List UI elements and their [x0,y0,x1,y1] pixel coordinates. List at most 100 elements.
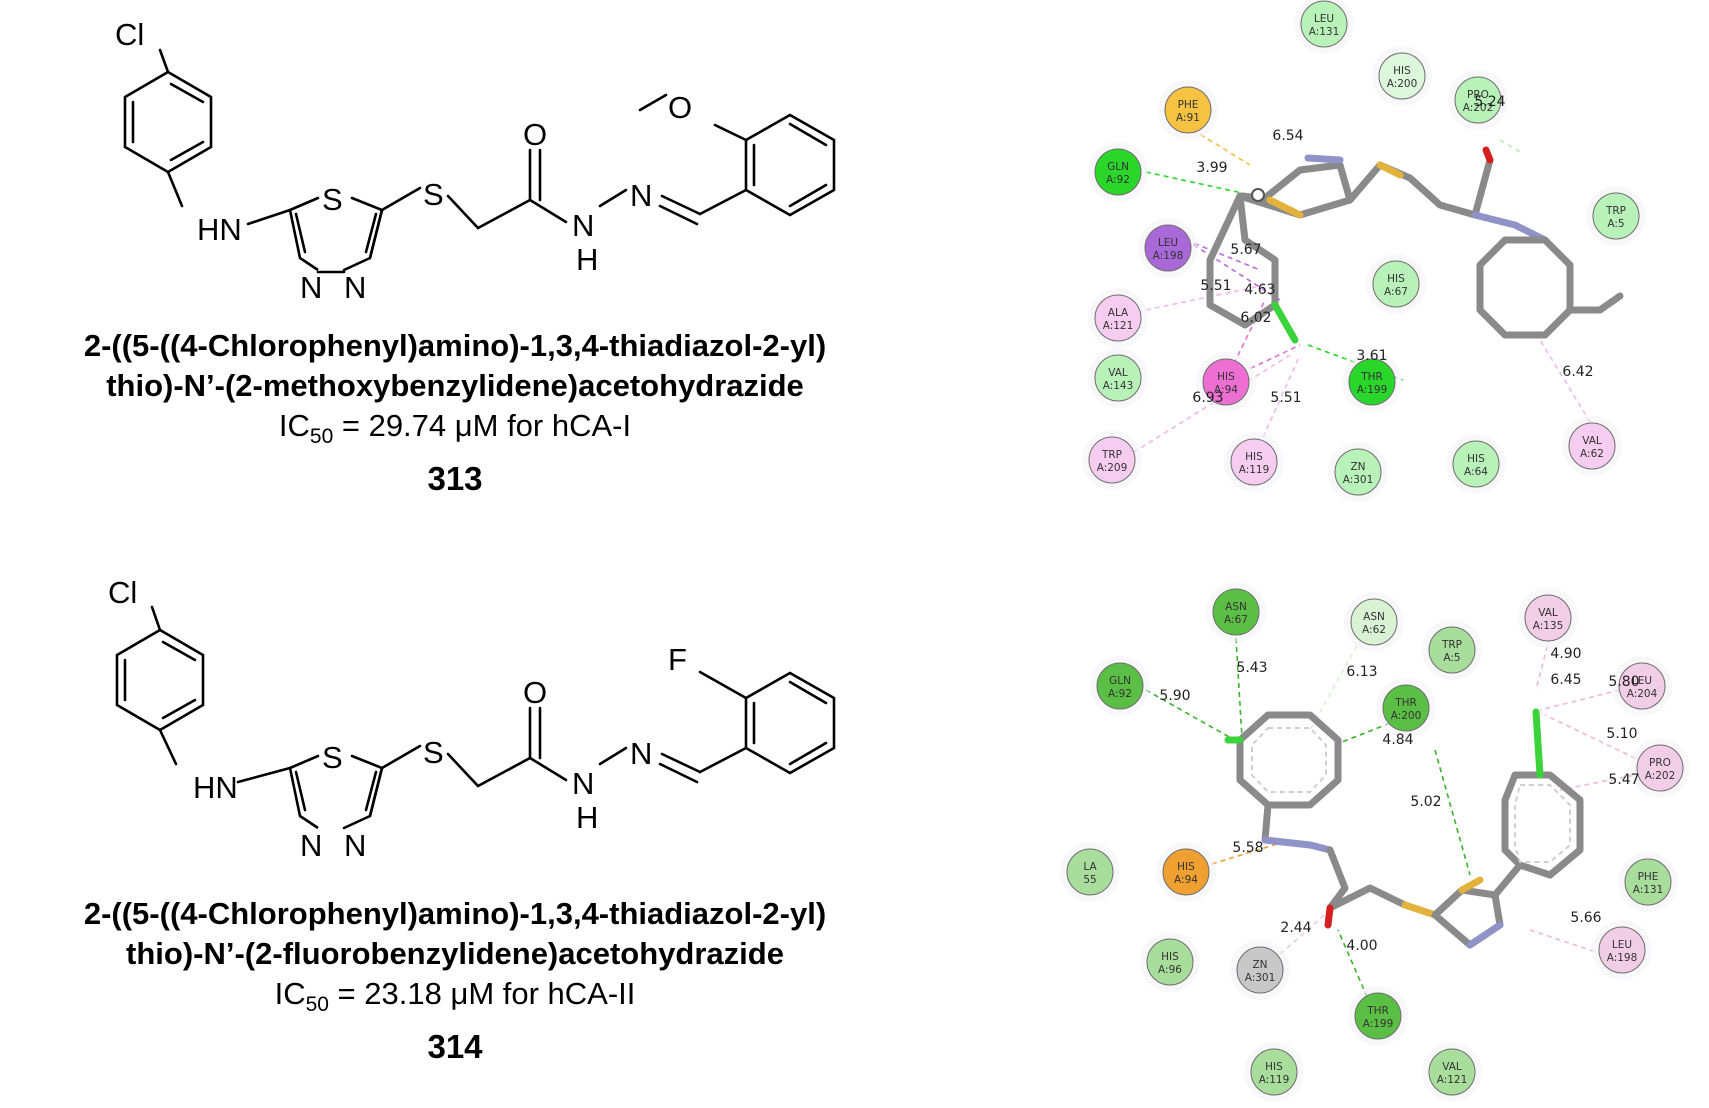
residue-label-name: VAL [1442,1061,1462,1073]
residue-label-id: A:96 [1158,964,1182,976]
residue-label-name: HIS [1177,861,1195,873]
compound-name-line2-314: thio)-N’-(2-fluorobenzylidene)acetohydra… [126,936,784,971]
residue-label-id: A:121 [1437,1074,1468,1086]
ic50-sub-314: 50 [305,993,329,1017]
residue-label-id: A:143 [1103,380,1134,392]
atom-s-link-313: S [423,177,444,212]
residue-label-id: A:198 [1607,952,1638,964]
residue-label-name: HIS [1245,451,1263,463]
atom-n1-313: N [300,270,322,305]
distance-label: 2.44 [1280,920,1311,936]
residue-label-name: LEU [1314,13,1334,25]
residue-label-name: THR [1394,697,1417,709]
residue-label-id: A:202 [1645,770,1676,782]
ic50-313: IC50 = 29.74 μM for hCA-I [0,406,910,457]
residue-label-name: GLN [1107,161,1129,173]
residue-label-name: LEU [1632,675,1652,687]
atom-n2-314: N [344,828,366,863]
atom-hn-314: HN [193,770,238,805]
distance-label: 5.02 [1410,794,1441,810]
residue-label-name: PRO [1649,757,1671,769]
distance-label: 6.45 [1550,672,1581,688]
residue-label-id: A:199 [1357,384,1388,396]
residue-label-name: HIS [1217,371,1235,383]
residue-zn-301: ZNA:301 [1328,442,1388,502]
distance-label: 4.00 [1346,938,1377,954]
residue-label-name: PRO [1467,89,1489,101]
residue-label-name: GLN [1109,675,1131,687]
atom-n-imine-314: N [630,736,652,771]
atom-fluoro-314: F [668,642,687,677]
distance-label: 4.84 [1382,732,1413,748]
residue-label-name: THR [1360,371,1383,383]
distance-label: 5.80 [1608,674,1639,690]
residue-label-id: A:67 [1384,286,1408,298]
atom-nh-n-313: N [572,208,594,243]
residue-label-name: TRP [1605,205,1626,217]
ic50-prefix-313: IC [278,408,310,443]
residue-zn-301: ZNA:301 [1230,940,1290,1000]
compound-name-line2-313: thio)-N’-(2-methoxybenzylidene)acetohydr… [106,368,804,403]
residue-label-id: A:5 [1607,218,1624,230]
residue-label-id: A:199 [1363,1018,1394,1030]
distance-label: 5.66 [1570,910,1601,926]
residue-label-name: PHE [1638,871,1659,883]
residue-label-id: A:67 [1224,614,1248,626]
residue-label-id: A:200 [1391,710,1422,722]
residue-label-name: HIS [1393,65,1411,77]
residue-label-name: LEU [1612,939,1632,951]
residue-label-name: VAL [1582,435,1602,447]
interaction-diagram-1: LEUA:131HISA:200PROA:202PHEA:91GLNA:92TR… [1082,0,1646,502]
distance-label: 4.63 [1244,282,1275,298]
ic50-sub-313: 50 [309,425,334,449]
atom-nh-h-313: H [576,242,598,277]
residue-label-name: ASN [1363,611,1385,623]
residue-label-name: HIS [1387,273,1405,285]
atom-cl-313: Cl [115,17,144,52]
residue-label-name: VAL [1538,607,1558,619]
ic50-value-313: = 29.74 μM for hCA-I [333,408,632,443]
distance-label: 4.90 [1550,646,1581,662]
residue-label-name: TRP [1441,639,1462,651]
residue-label-id: A:121 [1103,320,1134,332]
distance-label: 6.02 [1240,310,1271,326]
residue-label-name: ALA [1108,307,1129,319]
residue-label-name: PHE [1178,99,1199,111]
distance-label: 5.47 [1608,772,1639,788]
residue-label-id: A:92 [1106,174,1130,186]
structure-314 [115,605,836,830]
distance-label: 5.67 [1230,242,1261,258]
atom-s-ring-313: S [322,182,343,217]
distance-label: 5.51 [1200,278,1231,294]
compound-number-313: 313 [427,460,483,498]
residue-label-id: A:62 [1362,624,1386,636]
residue-label-id: A:64 [1464,466,1488,478]
residue-label-id: A:301 [1343,474,1374,486]
atom-o-314: O [523,675,547,710]
atom-n1-314: N [300,828,322,863]
atom-nh-n-314: N [572,766,594,801]
residue-label-name: LEU [1158,237,1178,249]
atom-o-313: O [523,117,547,152]
residue-label-id: A:135 [1533,620,1564,632]
